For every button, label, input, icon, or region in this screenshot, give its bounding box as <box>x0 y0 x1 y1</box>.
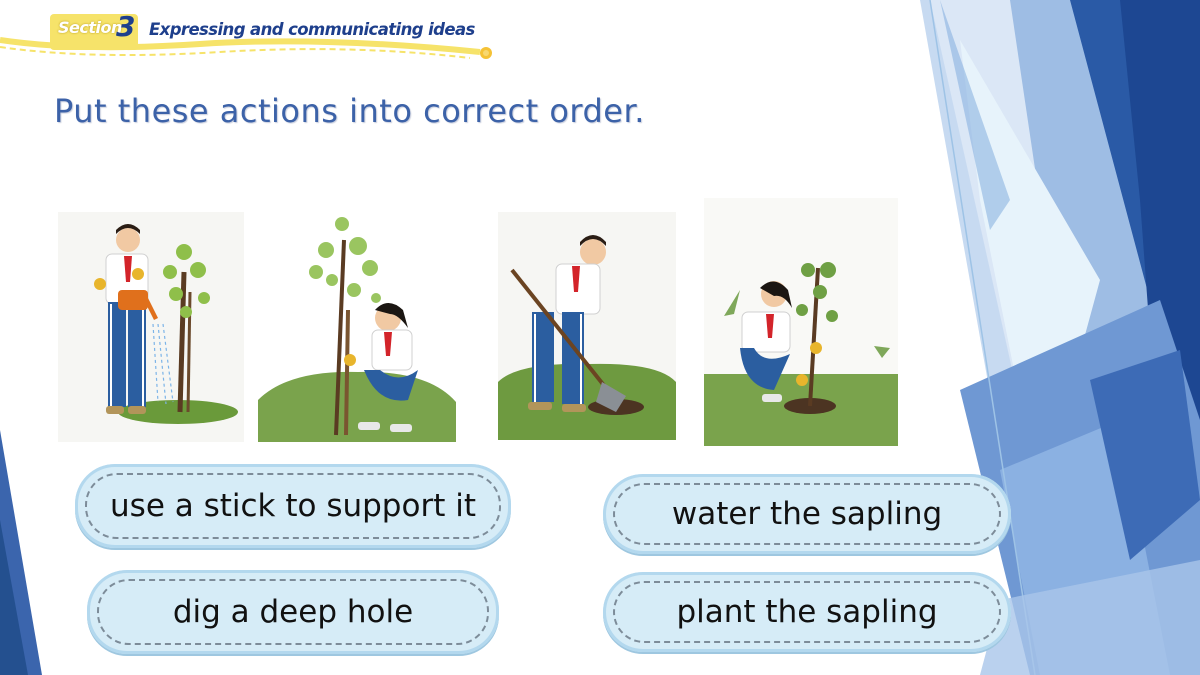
instruction-heading: Put these actions into correct order. <box>54 92 645 130</box>
boy-watering-tree-illustration <box>58 212 244 442</box>
boy-digging-hole-illustration <box>498 212 676 440</box>
girl-supporting-sapling-illustration <box>258 210 456 442</box>
section-header: Section 3 Expressing and communicating i… <box>0 0 500 70</box>
option-label: use a stick to support it <box>110 488 476 524</box>
option-label: water the sapling <box>671 496 943 532</box>
girl-planting-sapling-illustration <box>704 198 898 446</box>
option-water-the-sapling[interactable]: water the sapling <box>603 474 1011 554</box>
option-label: dig a deep hole <box>172 594 414 630</box>
option-label: plant the sapling <box>676 594 938 630</box>
option-dig-a-deep-hole[interactable]: dig a deep hole <box>87 570 499 654</box>
section-label: Section <box>58 18 122 37</box>
section-subtitle: Expressing and communicating ideas <box>149 20 475 39</box>
option-plant-the-sapling[interactable]: plant the sapling <box>603 572 1011 652</box>
section-badge <box>50 14 138 50</box>
section-number: 3 <box>116 10 136 43</box>
option-use-a-stick[interactable]: use a stick to support it <box>75 464 511 548</box>
